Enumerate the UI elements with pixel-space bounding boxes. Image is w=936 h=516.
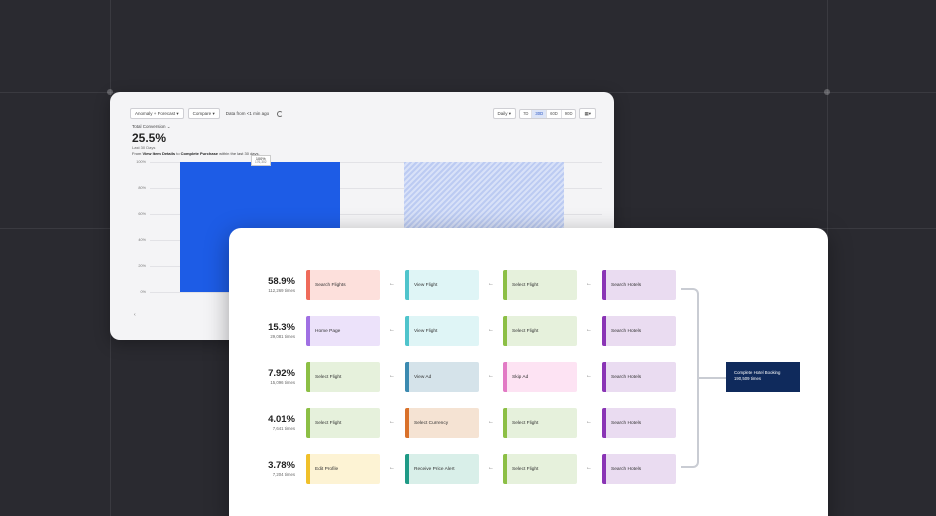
arrow-left-icon: ← — [586, 281, 592, 287]
path-percentage: 58.9% — [268, 276, 295, 287]
path-step[interactable]: View Flight — [405, 316, 479, 346]
bg-dot — [107, 89, 113, 95]
arrow-left-icon: ← — [389, 327, 395, 333]
interval-label: Daily — [497, 110, 508, 116]
metric-label-text: Total Conversion — [132, 124, 166, 129]
bar-tag-pct: 100% — [255, 156, 266, 161]
chevron-down-icon[interactable]: ⌄ — [166, 124, 171, 129]
data-freshness: Data from <1 min ago — [225, 111, 270, 116]
range-option[interactable]: 30D — [532, 109, 548, 118]
path-times: 112,269 times — [268, 288, 295, 293]
y-tick-label: 80% — [138, 186, 146, 190]
arrow-left-icon: ← — [389, 419, 395, 425]
metric-period: Last 30 Days — [132, 145, 156, 150]
path-step[interactable]: Select Flight — [503, 270, 577, 300]
y-tick-label: 40% — [138, 238, 146, 242]
path-percentage: 7.92% — [268, 368, 295, 379]
metric-description: From View Item Details to Complete Purch… — [132, 151, 260, 156]
chart-gridline — [150, 188, 602, 189]
path-step[interactable]: Search Flights — [306, 270, 380, 300]
path-step[interactable]: Search Hotels — [602, 454, 676, 484]
path-step[interactable]: Search Hotels — [602, 408, 676, 438]
desc-suffix: within the last 30 days. — [219, 151, 260, 156]
chart-toolbar: Anomaly + Forecast ▾ Compare ▾ Data from… — [130, 108, 284, 119]
chart-gridline — [150, 214, 602, 215]
range-option[interactable]: 90D — [564, 111, 573, 116]
path-step[interactable]: View Flight — [405, 270, 479, 300]
desc-from-step: View Item Details — [142, 151, 176, 156]
path-row: 58.9%112,269 times Search Flights ← View Fl… — [229, 270, 689, 300]
path-step[interactable]: Select Flight — [503, 454, 577, 484]
path-percentage: 4.01% — [268, 414, 295, 425]
path-times: 7,641 times — [272, 426, 295, 431]
arrow-left-icon: ← — [488, 419, 494, 425]
path-step[interactable]: View Ad — [405, 362, 479, 392]
mode-label: Anomaly + Forecast — [135, 110, 176, 116]
arrow-left-icon: ← — [488, 465, 494, 471]
path-step[interactable]: Receive Price Alert — [405, 454, 479, 484]
path-row: 15.3%29,081 times Home Page ← View Flight ← S… — [229, 316, 689, 346]
path-row: 3.78%7,204 times Edit Profile ← Receive Pri… — [229, 454, 689, 484]
metric-label: Total Conversion ⌄ — [132, 124, 171, 130]
path-step[interactable]: Search Hotels — [602, 270, 676, 300]
metric-value: 25.5% — [132, 131, 167, 145]
path-step[interactable]: Select Flight — [503, 316, 577, 346]
chart-gridline — [150, 162, 602, 163]
target-step-times: 190,509 times — [734, 375, 761, 381]
path-times: 7,204 times — [272, 472, 295, 477]
y-tick-label: 100% — [136, 160, 146, 164]
refresh-icon[interactable] — [277, 110, 284, 117]
desc-prefix: From — [132, 151, 142, 156]
paths-card: Complete Hotel Booking 190,509 times 58.… — [229, 228, 828, 516]
axis-arrow-icon: ‹ — [134, 312, 136, 318]
arrow-left-icon: ← — [389, 373, 395, 379]
range-option[interactable]: 7D — [520, 109, 533, 118]
target-step[interactable]: Complete Hotel Booking 190,509 times — [726, 362, 800, 392]
interval-dropdown[interactable]: Daily ▾ — [492, 108, 517, 119]
arrow-left-icon: ← — [488, 327, 494, 333]
compare-dropdown[interactable]: Compare ▾ — [187, 108, 220, 119]
path-step[interactable]: Skip Ad — [503, 362, 577, 392]
y-tick-label: 0% — [140, 290, 147, 294]
calendar-icon[interactable]: ▦▾ — [579, 108, 596, 119]
arrow-left-icon: ← — [488, 373, 494, 379]
target-step-label: Complete Hotel Booking — [734, 370, 781, 375]
path-step[interactable]: Select Flight — [306, 408, 380, 438]
path-step[interactable]: Edit Profile — [306, 454, 380, 484]
desc-mid: to — [176, 151, 180, 156]
y-tick-label: 60% — [138, 212, 146, 216]
range-option[interactable]: 60D — [547, 109, 562, 118]
path-step[interactable]: Select Currency — [405, 408, 479, 438]
desc-to-step: Complete Purchase — [180, 151, 219, 156]
y-tick-label: 20% — [138, 264, 146, 268]
arrow-left-icon: ← — [586, 373, 592, 379]
path-step[interactable]: Select Flight — [306, 362, 380, 392]
path-times: 29,081 times — [270, 334, 295, 339]
path-row: 7.92%15,096 times Select Flight ← View Ad ← S… — [229, 362, 689, 392]
bar-value-tag: 100%176,302 — [251, 155, 271, 167]
path-row: 4.01%7,641 times Select Flight ← Select Cur… — [229, 408, 689, 438]
compare-label: Compare — [192, 110, 212, 116]
arrow-left-icon: ← — [586, 419, 592, 425]
bg-dot — [824, 89, 830, 95]
path-percentage: 3.78% — [268, 460, 295, 471]
arrow-left-icon: ← — [389, 281, 395, 287]
arrow-left-icon: ← — [586, 465, 592, 471]
path-step[interactable]: Search Hotels — [602, 362, 676, 392]
bar-tag-count: 176,302 — [255, 160, 267, 165]
path-step[interactable]: Search Hotels — [602, 316, 676, 346]
bracket-connector — [699, 377, 727, 379]
paths-bracket — [681, 288, 699, 468]
path-times: 15,096 times — [270, 380, 295, 385]
path-step[interactable]: Select Flight — [503, 408, 577, 438]
arrow-left-icon: ← — [586, 327, 592, 333]
mode-dropdown[interactable]: Anomaly + Forecast ▾ — [130, 108, 184, 119]
arrow-left-icon: ← — [389, 465, 395, 471]
arrow-left-icon: ← — [488, 281, 494, 287]
path-step[interactable]: Home Page — [306, 316, 380, 346]
path-percentage: 15.3% — [268, 322, 295, 333]
